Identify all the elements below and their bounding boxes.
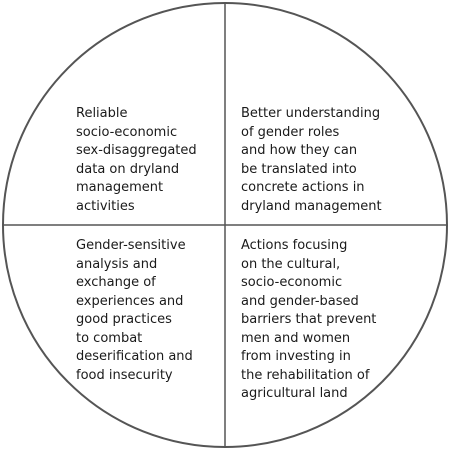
quadrant-bottom-left-text: Gender-sensitive analysis and exchange o… bbox=[76, 238, 193, 383]
quadrant-top-right-text: Better understanding of gender roles and… bbox=[241, 106, 382, 214]
quadrant-top-left-text: Reliable socio-economic sex-disaggregate… bbox=[76, 106, 197, 214]
quadrant-bottom-right-text: Actions focusing on the cultural, socio-… bbox=[241, 238, 377, 401]
